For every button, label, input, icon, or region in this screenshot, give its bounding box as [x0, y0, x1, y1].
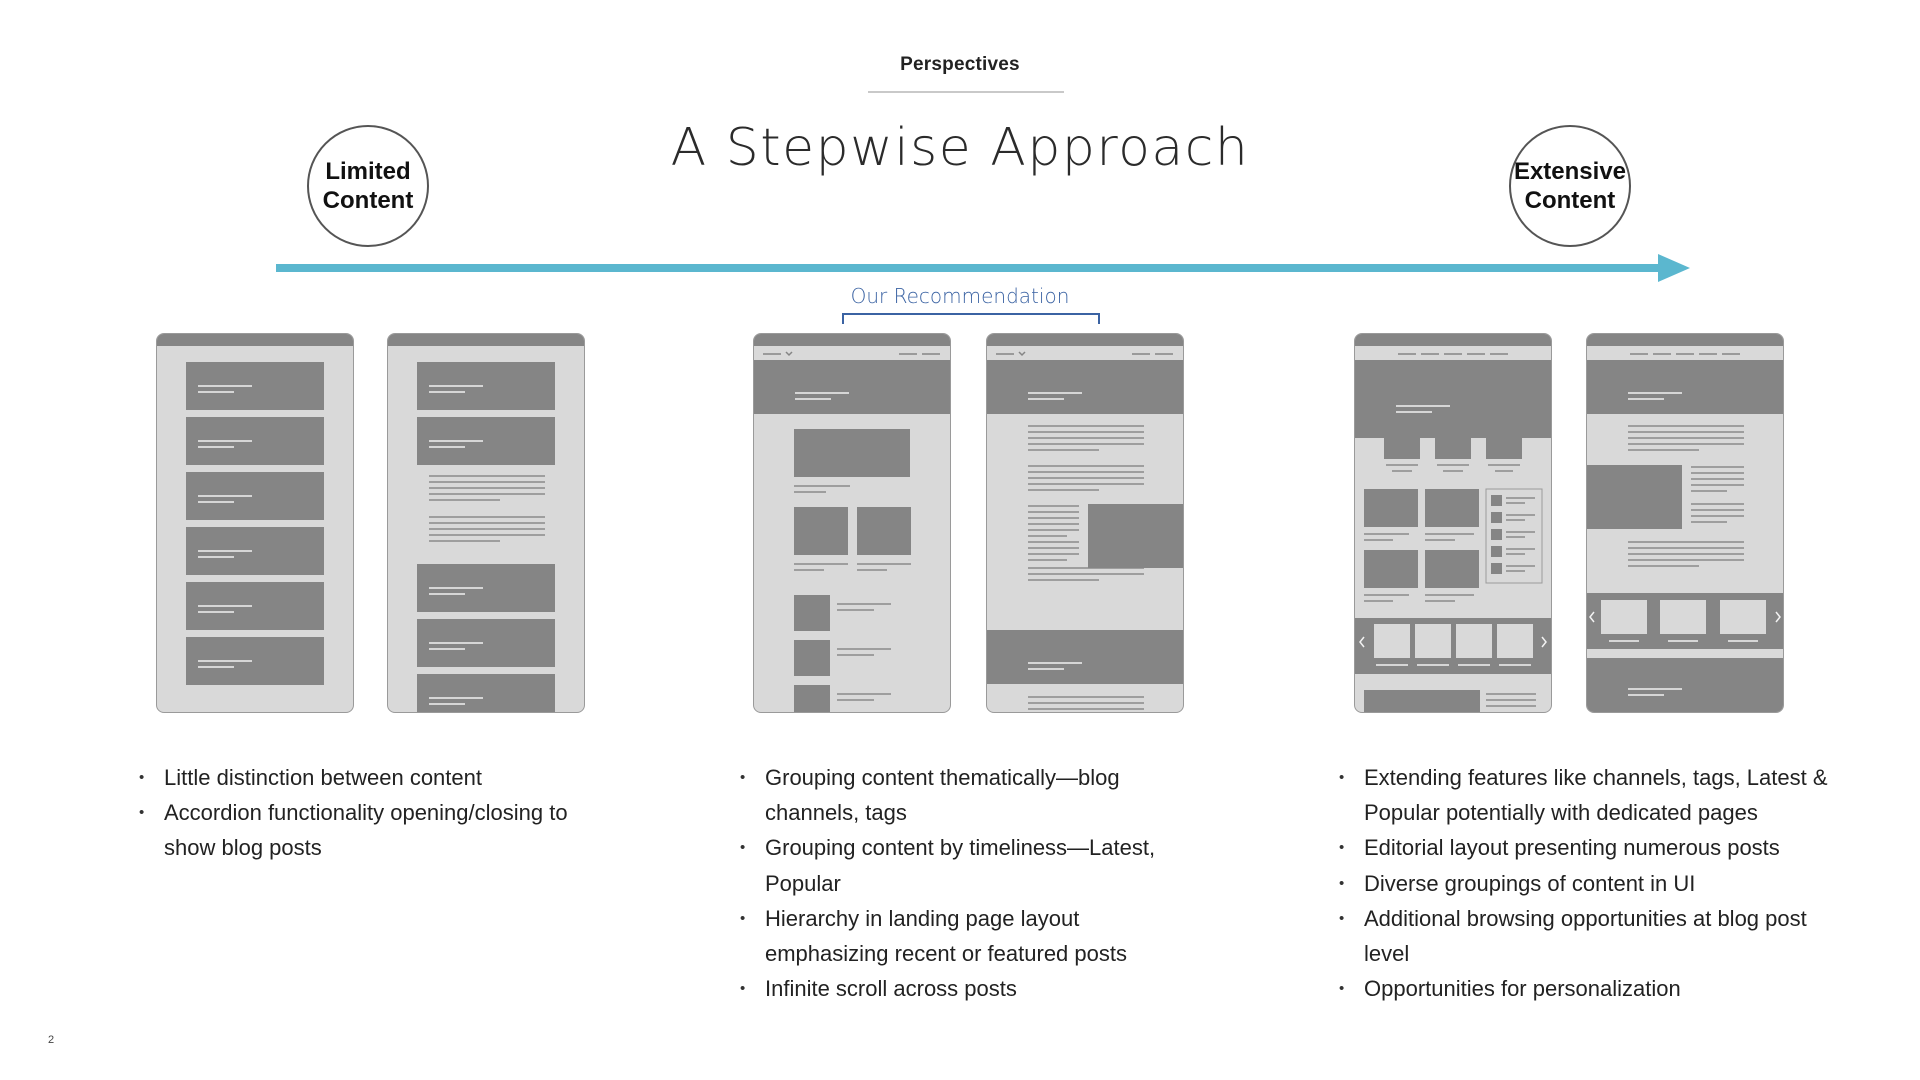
- bullet-item: Additional browsing opportunities at blo…: [1336, 901, 1836, 971]
- recommendation-label: Our Recommendation: [850, 284, 1070, 308]
- wireframe-editorial-landing-art: [1355, 334, 1551, 712]
- extensive-content-line1: Extensive: [1513, 158, 1627, 185]
- bullet-item: Editorial layout presenting numerous pos…: [1336, 830, 1836, 865]
- limited-content-circle: Limited Content: [307, 125, 429, 247]
- limited-content-line2: Content: [322, 187, 414, 214]
- wireframe-grouped-landing: [753, 333, 951, 713]
- extensive-content-circle: Extensive Content: [1509, 125, 1631, 247]
- recommended-bullets: Grouping content thematically—blog chann…: [737, 760, 1177, 1007]
- wireframe-grouped-landing-art: [754, 334, 950, 712]
- wireframe-accordion-expanded-art: [388, 334, 584, 712]
- bullet-item: Grouping content thematically—blog chann…: [737, 760, 1177, 830]
- page-number: 2: [48, 1034, 55, 1046]
- limited-content-bullets: Little distinction between content Accor…: [136, 760, 606, 866]
- page-title: A Stepwise Approach: [670, 118, 1250, 178]
- section-kicker: Perspectives: [900, 54, 1020, 75]
- wireframe-accordion-expanded: [387, 333, 585, 713]
- wireframe-editorial-post-art: [1587, 334, 1783, 712]
- bullet-item: Infinite scroll across posts: [737, 971, 1177, 1006]
- bullet-item: Hierarchy in landing page layout emphasi…: [737, 901, 1177, 971]
- wireframe-editorial-post: [1586, 333, 1784, 713]
- bullet-item: Diverse groupings of content in UI: [1336, 866, 1836, 901]
- spectrum-arrow-head: [1658, 254, 1690, 282]
- bullet-item: Little distinction between content: [136, 760, 606, 795]
- bullet-item: Accordion functionality opening/closing …: [136, 795, 606, 865]
- extensive-content-bullets: Extending features like channels, tags, …: [1336, 760, 1836, 1007]
- recommendation-bracket: [842, 313, 1100, 324]
- wireframe-accordion-list-art: [157, 334, 353, 685]
- limited-content-line1: Limited: [325, 158, 411, 185]
- bullet-item: Grouping content by timeliness—Latest, P…: [737, 830, 1177, 900]
- wireframe-editorial-landing: [1354, 333, 1552, 713]
- wireframe-article-page: [986, 333, 1184, 713]
- wireframe-accordion-list: [156, 333, 354, 713]
- wireframe-article-page-art: [987, 334, 1183, 710]
- bullet-item: Extending features like channels, tags, …: [1336, 760, 1836, 830]
- extensive-content-line2: Content: [1524, 187, 1616, 214]
- bullet-item: Opportunities for personalization: [1336, 971, 1836, 1006]
- kicker-divider: [868, 91, 1064, 93]
